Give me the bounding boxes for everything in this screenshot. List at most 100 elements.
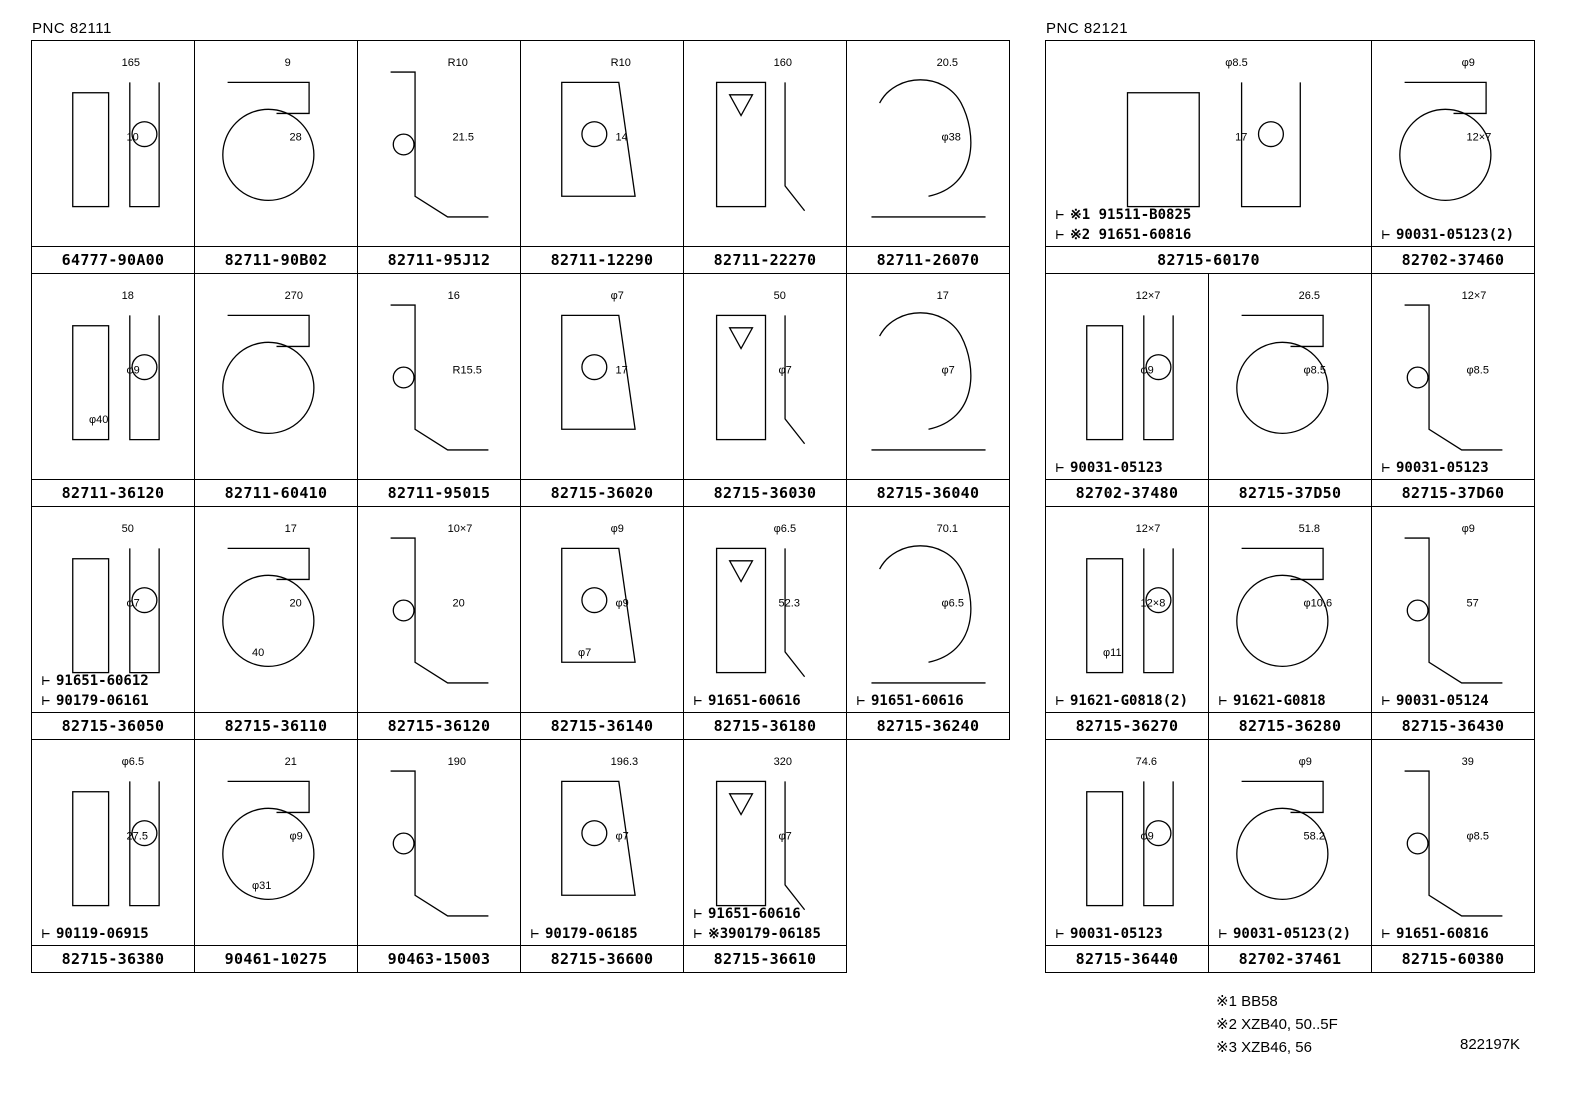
- dimension-label: 160: [774, 57, 792, 69]
- part-number[interactable]: 82715-36240: [847, 712, 1009, 739]
- part-number[interactable]: 90463-15003: [358, 945, 520, 972]
- part-number[interactable]: 82711-90B02: [195, 246, 357, 273]
- part-number[interactable]: 82715-60170: [1046, 246, 1371, 273]
- bolt-icon: ⊢: [41, 673, 51, 689]
- part-number[interactable]: 64777-90A00: [32, 246, 194, 273]
- part-number[interactable]: 82715-36040: [847, 479, 1009, 506]
- sub-part-number: 90119-06915: [56, 926, 149, 942]
- part-number[interactable]: 82715-37D50: [1209, 479, 1371, 506]
- dimension-label: φ38: [942, 131, 961, 143]
- part-number[interactable]: 82715-36430: [1372, 712, 1534, 739]
- dimension-label: φ9: [1141, 364, 1154, 376]
- dimension-label: φ8.5: [1225, 57, 1247, 69]
- sub-part-label: ⊢90031-05124: [1376, 693, 1489, 709]
- dimension-label: φ7: [779, 830, 792, 842]
- bolt-icon: ⊢: [41, 926, 51, 942]
- sub-part-label: ⊢90031-05123: [1376, 460, 1489, 476]
- dimension-label: φ9: [290, 830, 303, 842]
- part-number[interactable]: 82715-36180: [684, 712, 846, 739]
- part-cell[interactable]: 190 90463-15003: [358, 740, 521, 973]
- part-number[interactable]: 82715-36600: [521, 945, 683, 972]
- part-number[interactable]: 82715-36440: [1046, 945, 1208, 972]
- part-number[interactable]: 82715-36380: [32, 945, 194, 972]
- dimension-label: φ8.5: [1467, 364, 1489, 376]
- part-number[interactable]: 82702-37461: [1209, 945, 1371, 972]
- part-number[interactable]: 82711-60410: [195, 479, 357, 506]
- footnote-2: ※2 XZB40, 50..5F: [1216, 1016, 1338, 1033]
- part-number[interactable]: 82715-36270: [1046, 712, 1208, 739]
- part-number[interactable]: 82711-36120: [32, 479, 194, 506]
- part-number[interactable]: 82711-22270: [684, 246, 846, 273]
- part-number[interactable]: 82711-95015: [358, 479, 520, 506]
- part-number[interactable]: 82715-36110: [195, 712, 357, 739]
- part-number[interactable]: 82702-37460: [1372, 246, 1534, 273]
- sub-part-label: ⊢90031-05123: [1050, 460, 1163, 476]
- part-number[interactable]: 82711-95J12: [358, 246, 520, 273]
- part-number[interactable]: 82715-36280: [1209, 712, 1371, 739]
- dimension-label: 50: [122, 523, 134, 535]
- part-number[interactable]: 82715-36610: [684, 945, 846, 972]
- dimension-label: 190: [448, 756, 466, 768]
- part-number[interactable]: 90461-10275: [195, 945, 357, 972]
- part-number[interactable]: 82715-60380: [1372, 945, 1534, 972]
- dimension-label: 20: [290, 597, 302, 609]
- sub-part-label: ⊢90179-06161: [36, 693, 149, 709]
- dimension-label: 26.5: [1299, 290, 1320, 302]
- part-number[interactable]: 82715-36120: [358, 712, 520, 739]
- part-number[interactable]: 82711-12290: [521, 246, 683, 273]
- part-cell[interactable]: 160 82711-22270: [684, 41, 847, 274]
- dimension-label: 10×7: [448, 523, 473, 535]
- part-number[interactable]: 82702-37480: [1046, 479, 1208, 506]
- bolt-icon: ⊢: [1381, 227, 1391, 243]
- part-number[interactable]: 82715-36050: [32, 712, 194, 739]
- part-number[interactable]: 82711-26070: [847, 246, 1009, 273]
- dimension-label: φ9: [127, 364, 140, 376]
- dimension-label: 320: [774, 756, 792, 768]
- part-number[interactable]: 82715-36140: [521, 712, 683, 739]
- sub-part-label: ⊢91621-G0818(2): [1050, 693, 1188, 709]
- part-number[interactable]: 82715-37D60: [1372, 479, 1534, 506]
- dimension-label: φ31: [252, 880, 271, 892]
- part-number[interactable]: 82715-36020: [521, 479, 683, 506]
- dimension-label: φ7: [127, 597, 140, 609]
- sub-part-number: 90031-05123: [1396, 460, 1489, 476]
- part-number[interactable]: 82715-36030: [684, 479, 846, 506]
- dimension-label: 74.6: [1136, 756, 1157, 768]
